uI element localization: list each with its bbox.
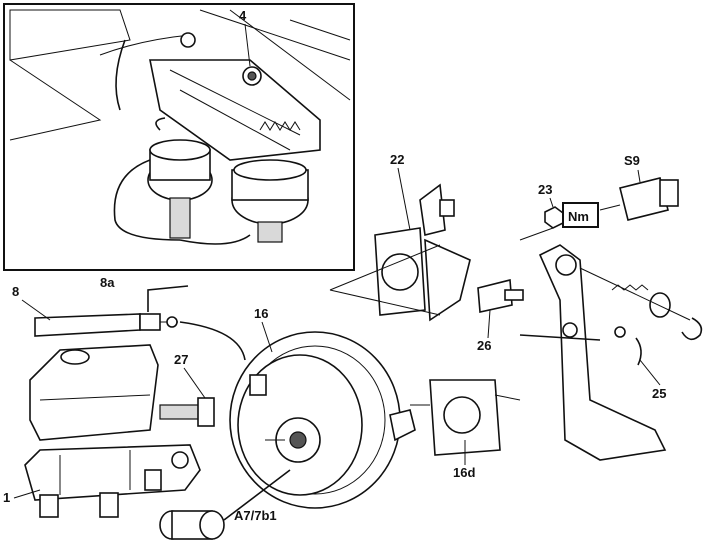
label-8a: 8a <box>100 275 115 290</box>
label-nm: Nm <box>568 209 589 224</box>
label-a7-7b1: A7/7b1 <box>234 508 277 523</box>
nut-23 <box>519 206 564 241</box>
return-spring-hardware <box>579 267 703 366</box>
label-16d: 16d <box>453 465 475 480</box>
label-8: 8 <box>12 284 19 299</box>
label-23: 23 <box>538 182 552 197</box>
label-27: 27 <box>174 352 188 367</box>
label-26: 26 <box>477 338 491 353</box>
vacuum-hose-assembly <box>34 285 246 361</box>
label-25: 25 <box>652 386 666 401</box>
pedal-bracket-22 <box>329 183 471 322</box>
label-16: 16 <box>254 306 268 321</box>
label-s9: S9 <box>624 153 640 168</box>
brake-booster <box>229 331 416 509</box>
brake-pedal <box>519 244 667 461</box>
label-22: 22 <box>390 152 404 167</box>
gasket-16d <box>410 379 521 456</box>
label-4: 4 <box>239 8 247 23</box>
inset-detail-view <box>3 3 355 271</box>
master-cylinder <box>24 344 201 518</box>
sensor-a7-7b1 <box>159 469 291 540</box>
torque-callout <box>562 202 599 228</box>
stop-lamp-switch-s9 <box>599 177 679 221</box>
part-26-clip <box>477 278 524 313</box>
label-1: 1 <box>3 490 10 505</box>
